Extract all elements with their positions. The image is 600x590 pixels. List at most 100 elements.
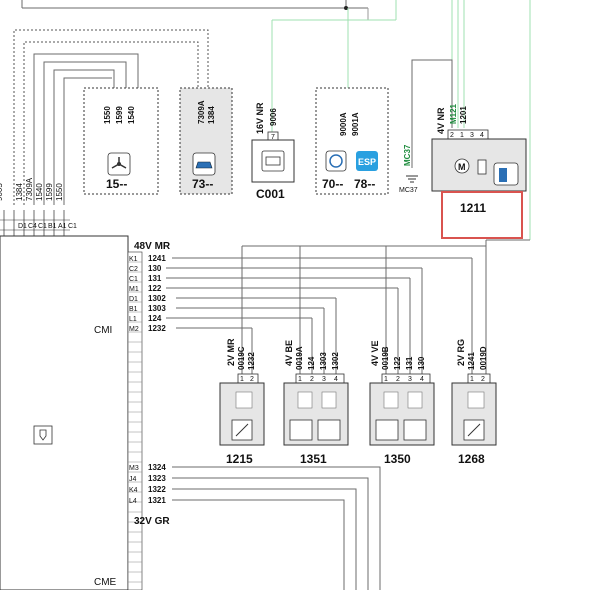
cut-wire-label: 9005 <box>0 183 4 201</box>
svg-text:C2: C2 <box>129 266 138 273</box>
cmi-label: CMI <box>94 325 112 336</box>
component-70-78 <box>315 87 389 195</box>
svg-text:1241: 1241 <box>148 254 166 263</box>
top-wire-label: 1550 <box>55 183 64 201</box>
junction-dot <box>344 6 348 10</box>
svg-text:1302: 1302 <box>148 294 166 303</box>
wire-label: 1384 <box>207 106 216 124</box>
sensor-icon <box>297 391 313 409</box>
component-15-label: 15-- <box>106 177 127 191</box>
wire-label: 0019A <box>295 346 304 370</box>
pin-number: 2 <box>450 132 454 139</box>
svg-text:130: 130 <box>148 264 162 273</box>
svg-text:122: 122 <box>148 284 162 293</box>
wire-label: 124 <box>307 356 316 370</box>
svg-text:1321: 1321 <box>148 496 166 505</box>
wire-label: 130 <box>417 356 426 370</box>
wire-label: 1540 <box>127 106 136 124</box>
highlight-box <box>441 191 523 239</box>
svg-text:M3: M3 <box>129 465 139 472</box>
svg-text:J4: J4 <box>129 476 137 483</box>
svg-text:L1: L1 <box>129 316 137 323</box>
wire-label: 9000A <box>339 112 348 136</box>
component-1215-label: 1215 <box>226 452 253 466</box>
wire-1321 <box>172 499 345 590</box>
component-70-label: 70-- <box>322 177 343 191</box>
component-1350-label: 1350 <box>384 452 411 466</box>
connector-48v-label: 48V MR <box>134 241 171 252</box>
diagnostic-socket-icon <box>261 150 285 172</box>
pin-number: 3 <box>470 132 474 139</box>
wire-label: 122 <box>393 356 402 370</box>
pin-label: D1 <box>18 223 27 230</box>
pin-label: A1 <box>58 223 67 230</box>
component-15 <box>83 87 159 195</box>
wire-label: 1302 <box>331 352 340 370</box>
wire-label: 1550 <box>103 106 112 124</box>
component-73 <box>179 87 233 195</box>
wire-label: 1232 <box>247 352 256 370</box>
wire-mc37 <box>411 59 453 168</box>
mass-label: MC37 <box>399 187 418 194</box>
pin-number: 3 <box>322 376 326 383</box>
wire <box>63 77 112 205</box>
wire-label: 0019B <box>381 346 390 370</box>
sensor-icon <box>321 391 337 409</box>
pin-label: C1 <box>38 223 47 230</box>
component-1211-label: 1211 <box>460 201 486 215</box>
top-wire-label: 1384 <box>15 183 24 201</box>
pin-label: C4 <box>28 223 37 230</box>
pin-number: 3 <box>408 376 412 383</box>
svg-text:1323: 1323 <box>148 474 166 483</box>
pin-number: 2 <box>481 376 485 383</box>
pin-number: 4 <box>334 376 338 383</box>
connector-label: 2V RG <box>456 339 466 366</box>
wire-1323 <box>172 477 369 590</box>
pin-number: 1 <box>470 376 474 383</box>
pin-number: 7 <box>271 134 275 141</box>
wire-label: 0019C <box>237 346 246 370</box>
wire-label: 7309A <box>197 100 206 124</box>
svg-text:M1: M1 <box>129 286 139 293</box>
top-wire-label: 1540 <box>35 183 44 201</box>
wire-label: 1303 <box>319 352 328 370</box>
wire-1324 <box>172 466 381 590</box>
connector-label: 4V NR <box>436 107 446 134</box>
svg-text:K4: K4 <box>129 487 138 494</box>
svg-text:K1: K1 <box>129 256 138 263</box>
connector-label: 4V BE <box>284 340 294 366</box>
car-body-icon <box>195 161 213 169</box>
abs-wheel-icon <box>329 154 343 168</box>
pin-label: B1 <box>48 223 57 230</box>
svg-text:1324: 1324 <box>148 463 166 472</box>
mid-pins: K1 C2 C1 M1 D1 B1 L1 M2 1241 130 131 122… <box>129 254 166 333</box>
svg-text:131: 131 <box>148 274 162 283</box>
ground-icon <box>406 175 418 183</box>
pin-number: 4 <box>480 132 484 139</box>
pin-number: 2 <box>310 376 314 383</box>
top-wire-label: 1599 <box>45 183 54 201</box>
top-wire-label: 7309A <box>25 177 34 201</box>
pin-number: 1 <box>384 376 388 383</box>
wire-1322 <box>172 488 357 590</box>
esp-icon <box>356 151 378 171</box>
svg-text:L4: L4 <box>129 498 137 505</box>
wire-label: 1201 <box>459 106 468 124</box>
wire-label: 131 <box>405 356 414 370</box>
wire-label: 9006 <box>269 108 278 126</box>
fan-hub-icon <box>117 162 121 166</box>
svg-text:124: 124 <box>148 314 162 323</box>
injector-icon <box>39 429 47 441</box>
component-1268-label: 1268 <box>458 452 485 466</box>
svg-text:D1: D1 <box>129 296 138 303</box>
component-1351-label: 1351 <box>300 452 327 466</box>
heater-icon <box>289 419 313 441</box>
computer-box <box>0 235 129 590</box>
connector-32v-label: 32V GR <box>134 516 170 527</box>
component-78-label: 78-- <box>354 177 375 191</box>
component-c001-label: C001 <box>256 187 285 201</box>
wire-label: 0019D <box>479 346 488 370</box>
pin-number: 4 <box>420 376 424 383</box>
svg-text:M2: M2 <box>129 326 139 333</box>
